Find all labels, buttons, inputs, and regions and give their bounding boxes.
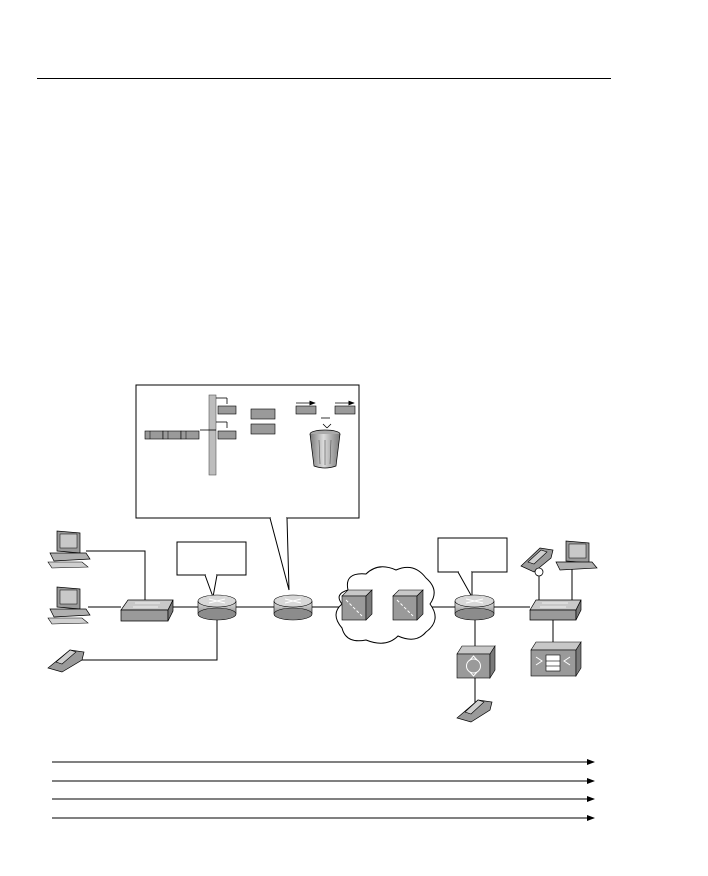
wan-switch-a[interactable] [341, 589, 373, 621]
network-links [82, 550, 573, 704]
left-router-callout [176, 541, 247, 599]
router-edge-right[interactable] [454, 594, 495, 621]
call-manager[interactable] [530, 640, 582, 678]
switch-right[interactable] [529, 599, 582, 621]
router-core[interactable] [273, 594, 313, 621]
wan-switch-b[interactable] [392, 589, 424, 621]
ip-phone-right[interactable] [520, 547, 554, 577]
voice-gateway[interactable] [456, 644, 496, 680]
phone-bottom[interactable] [456, 699, 493, 723]
header-rule [37, 78, 611, 79]
pc-right[interactable] [555, 540, 598, 571]
right-router-callout [437, 537, 508, 599]
incoming-packets [144, 430, 200, 440]
wan-cloud-icon [335, 566, 436, 644]
queue-bus [200, 394, 228, 476]
ip-phone-left[interactable] [47, 649, 85, 673]
queue-callout [135, 384, 360, 591]
switch-left[interactable] [120, 599, 174, 622]
queued-packets [217, 405, 276, 440]
router-edge-left[interactable] [197, 594, 237, 621]
pc-top-left[interactable] [47, 530, 91, 569]
timeline-arrows [52, 759, 595, 821]
transmit-packets [295, 400, 356, 429]
pc-mid-left[interactable] [47, 586, 91, 625]
trash-can-icon [309, 429, 341, 469]
